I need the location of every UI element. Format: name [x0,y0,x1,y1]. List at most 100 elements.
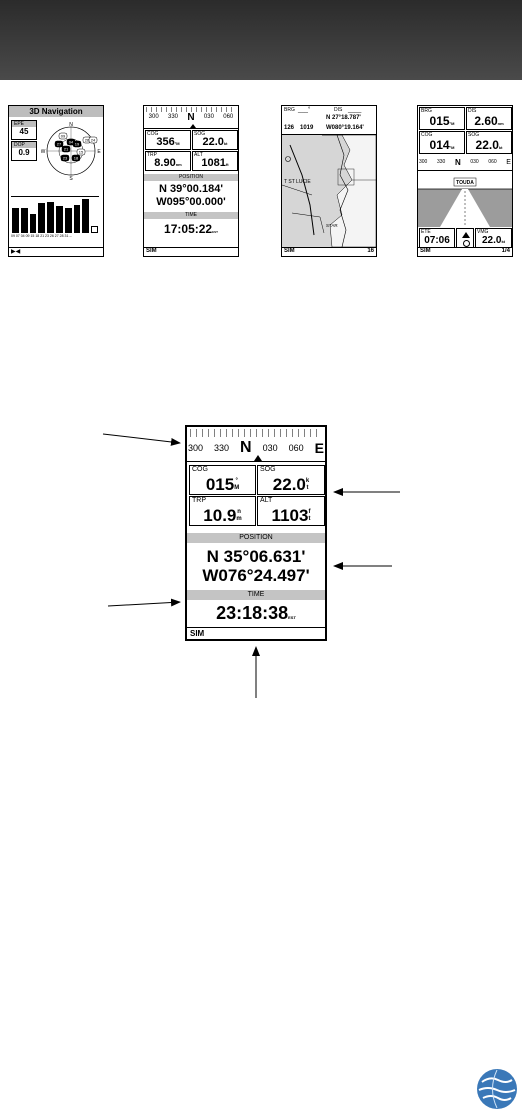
pointer-field [456,228,474,248]
time-section-label: TIME [187,590,325,600]
compass-label: 030 [470,159,479,165]
signal-bar [20,207,28,233]
compass-label: 330 [214,443,230,453]
map-latitude: N 27°18.787' [326,115,361,121]
map-zoom: 16 [367,248,374,254]
compass-label: N [454,158,461,167]
vmg-value: 22.0kt [481,235,506,246]
sog-label: SOG [194,131,206,137]
satellite-marker [72,140,82,148]
signal-bar [82,199,90,233]
time-callout-arrow [107,598,181,607]
satellite-number: 23 [63,156,68,161]
trp-label: TRP [147,152,157,158]
alt-label: ALT [260,497,273,504]
map-status-bar: SIM 16 [282,247,376,256]
compass-label: N [240,439,252,456]
globe-logo-icon [477,1069,517,1109]
satellite-number: 09 [61,134,66,139]
dis-value: 2.60nm [474,114,504,128]
sog-value: 22.0kt [475,138,503,152]
satellite-number: 21 [64,147,69,152]
epe-value: 45 [19,127,29,136]
compass-ticks [190,429,322,437]
signal-bar [38,203,46,233]
page-indicator: 1/4 [501,248,510,254]
time-value: 23:18:38EST [216,603,296,623]
trp-field: TRP 8.90nm [145,151,191,171]
map-page-thumbnail: BRG ___° DIS ____ N 27°18.787' 126 1019 … [281,105,377,257]
brg-value: ___° [298,107,311,113]
trp-value: 8.90nm [154,157,182,169]
brg-field: BRG 015°M [419,107,465,130]
longitude-value: W076°24.497' [202,566,310,585]
compass-label: E [506,159,511,166]
compass-callout-arrow [102,433,181,446]
satellite-number: 19 [75,142,80,147]
compass-tape: 300 330 N 030 060 E [187,427,325,462]
compass-label: 300 [419,159,428,165]
sky-west-label: W [41,149,46,155]
vmg-label: VMG [477,229,489,235]
sky-east-label: E [97,149,101,155]
ete-value: 07:06 [424,235,450,246]
trp-label: TRP [192,497,206,504]
brg-label: BRG [284,107,295,113]
compass-tape: 300 330 N 030 060 E [418,156,512,171]
signal-bar [56,205,63,233]
position-page-thumbnail: 300 330 N 030 060 COG 356°M SOG 22.0kt T… [143,105,239,257]
satellite-marker [54,140,64,148]
signal-bar [73,205,81,233]
satellite-marker [58,132,68,140]
compass-label: 060 [288,443,304,453]
dis-value: ____ [348,107,362,113]
brg-label: BRG [421,108,432,114]
satellite-page-title: 3D Navigation [9,106,103,117]
vmg-field: VMG 22.0kt [475,228,512,248]
position-section-label: POSITION [187,533,325,543]
compass-label: 300 [188,443,204,453]
compass-label: 330 [436,159,446,165]
position-section-label: POSITION [144,174,238,181]
dis-label: DIS [334,107,343,113]
compass-label: 060 [223,114,234,120]
compass-label: 030 [203,114,214,120]
signal-bar [12,207,19,233]
map-track: 1019 [300,125,314,131]
sog-field: SOG 22.0kt [192,130,238,150]
alt-field: ALT 1081ft [192,151,238,171]
status-bar: SIM 1/4 [418,247,512,256]
compass-label: E [314,440,324,456]
dop-value: 0.9 [18,148,30,157]
highway-view: TOUDA [418,171,512,227]
signal-bar [91,226,98,233]
signal-bar [29,214,37,233]
status-bar: SIM [187,627,325,639]
ete-label: ETE [421,229,431,235]
latitude-value: N 39°00.184' [159,183,223,195]
position-circle-icon [463,240,470,247]
map-range: 126 [284,125,295,131]
cog-value: 015°M [205,475,240,494]
chart-map: T ST LUCIE STAR [282,135,376,247]
cog-value: 014°M [429,138,455,152]
dop-box: DOP 0.9 [11,141,37,161]
dis-field: DIS 2.60nm [466,107,512,130]
time-section-label: TIME [144,212,238,219]
highway-page-thumbnail: BRG 015°M DIS 2.60nm COG 014°M SOG 22.0k… [417,105,513,257]
satellite-marker [76,148,86,156]
sog-label: SOG [260,466,276,473]
compass-label: 300 [148,114,159,120]
map-longitude: W080°19.164' [326,125,364,131]
signal-bar [47,201,54,233]
satellite-number: 26 [85,138,90,143]
cog-value: 356°M [156,136,180,148]
